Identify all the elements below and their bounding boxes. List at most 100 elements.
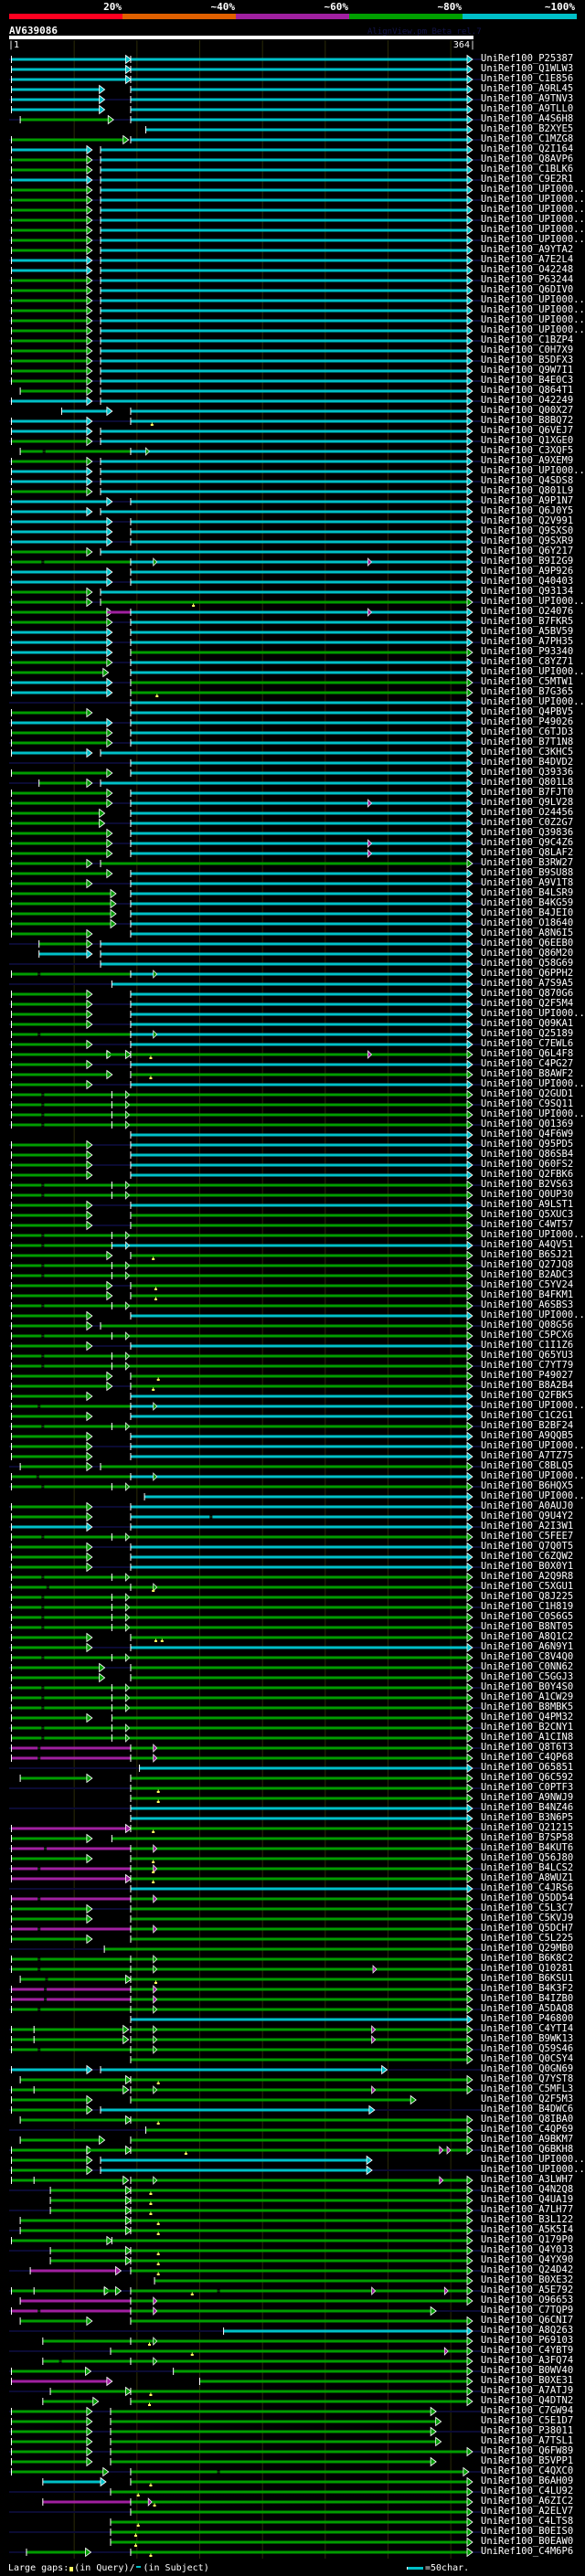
hit-label-link[interactable]: UniRef100_Q9SXS0 [481, 525, 574, 536]
hit-label-link[interactable]: UniRef100_A3LWH7 [481, 2174, 574, 2185]
hit-label-link[interactable]: UniRef100_C4LU92 [481, 2486, 574, 2496]
hit-label-link[interactable]: UniRef100_B4NZ46 [481, 1802, 574, 1813]
hit-label-link[interactable]: UniRef100_Q2I164 [481, 143, 574, 154]
hit-label-link[interactable]: UniRef100_O18640 [481, 917, 574, 928]
hit-label-link[interactable]: UniRef100_A0AUJ0 [481, 1500, 574, 1511]
hit-label-link[interactable]: UniRef100_A9BKM7 [481, 2134, 574, 2145]
hit-label-link[interactable]: UniRef100_C4YTI4 [481, 2023, 574, 2034]
hit-label-link[interactable]: UniRef100_O65851 [481, 1762, 574, 1773]
hit-label-link[interactable]: UniRef100_Q8IBA0 [481, 2114, 574, 2125]
hit-label-link[interactable]: UniRef100_Q9C4Z6 [481, 837, 574, 848]
hit-label-link[interactable]: UniRef100_B9WK13 [481, 2033, 574, 2044]
hit-label-link[interactable]: UniRef100_C7GW94 [481, 2405, 574, 2416]
hit-label-link[interactable]: UniRef100_B4KG59 [481, 897, 574, 908]
hit-label-link[interactable]: UniRef100_A4S6H8 [481, 113, 574, 124]
hit-label-link[interactable]: UniRef100_Q9U4Y2 [481, 1511, 574, 1521]
hit-label-link[interactable]: UniRef100_A8Q263 [481, 2325, 574, 2336]
hit-label-link[interactable]: UniRef100_A9QQB5 [481, 1430, 574, 1441]
hit-label-link[interactable]: UniRef100_B0XE31 [481, 2375, 574, 2386]
hit-label-link[interactable]: UniRef100_C4JRS6 [481, 1882, 574, 1893]
hit-label-link[interactable]: UniRef100_B8MBK5 [481, 1701, 574, 1712]
hit-label-link[interactable]: UniRef100_Q6CNI7 [481, 2315, 574, 2326]
hit-label-link[interactable]: UniRef100_C0Z2G7 [481, 817, 574, 828]
hit-label-link[interactable]: UniRef100_C7YT79 [481, 1360, 574, 1371]
hit-label-link[interactable]: UniRef100_A2Q9R8 [481, 1571, 574, 1582]
hit-label-link[interactable]: UniRef100_C9E2R1 [481, 174, 574, 185]
hit-label-link[interactable]: UniRef100_B9I2G9 [481, 556, 574, 567]
hit-label-link[interactable]: UniRef100_B8NT05 [481, 1621, 574, 1632]
hit-label-link[interactable]: UniRef100_B4IZB0 [481, 1993, 574, 2004]
hit-label-link[interactable]: UniRef100_C5MFL3 [481, 2083, 574, 2094]
hit-label-link[interactable]: UniRef100_Q6PPH2 [481, 968, 574, 979]
hit-label-link[interactable]: UniRef100_Q39836 [481, 827, 574, 838]
hit-label-link[interactable]: UniRef100_Q6Y217 [481, 546, 574, 557]
hit-label-link[interactable]: UniRef100_C8YZ71 [481, 656, 574, 667]
hit-label-link[interactable]: UniRef100_B0EAW0 [481, 2536, 574, 2547]
hit-label-link[interactable]: UniRef100_Q08G56 [481, 1320, 574, 1330]
hit-label-link[interactable]: UniRef100_C1MZG8 [481, 133, 574, 144]
hit-label-link[interactable]: UniRef100_B6SJ21 [481, 1249, 574, 1260]
hit-label-link[interactable]: UniRef100_Q27JQ8 [481, 1259, 574, 1270]
hit-label-link[interactable]: UniRef100_UPI000.. [481, 1470, 585, 1481]
hit-label-link[interactable]: UniRef100_Q39336 [481, 767, 574, 778]
hit-label-link[interactable]: UniRef100_A9TNV3 [481, 93, 574, 104]
hit-label-link[interactable]: UniRef100_Q95PD5 [481, 1139, 574, 1150]
hit-label-link[interactable]: UniRef100_Q00X27 [481, 405, 574, 416]
hit-label-link[interactable]: UniRef100_A2ELV7 [481, 2506, 574, 2517]
hit-label-link[interactable]: UniRef100_C5XGU1 [481, 1581, 574, 1592]
hit-label-link[interactable]: UniRef100_B4K3F2 [481, 1983, 574, 1994]
hit-label-link[interactable]: UniRef100_C4M6P6 [481, 2546, 574, 2557]
hit-label-link[interactable]: UniRef100_C0NN62 [481, 1661, 574, 1672]
hit-label-link[interactable]: UniRef100_B4KUT6 [481, 1842, 574, 1853]
hit-label-link[interactable]: UniRef100_B4LCS2 [481, 1862, 574, 1873]
hit-label-link[interactable]: UniRef100_B0WV40 [481, 2365, 574, 2376]
hit-label-link[interactable]: UniRef100_O24456 [481, 807, 574, 818]
hit-label-link[interactable]: UniRef100_B4E0C3 [481, 375, 574, 386]
hit-label-link[interactable]: UniRef100_C4QP69 [481, 2124, 574, 2135]
hit-label-link[interactable]: UniRef100_B0X0Y1 [481, 1561, 574, 1572]
hit-label-link[interactable]: UniRef100_UPI000.. [481, 1400, 585, 1411]
hit-label-link[interactable]: UniRef100_Q4YX90 [481, 2254, 574, 2265]
hit-label-link[interactable]: UniRef100_A6ZIC2 [481, 2496, 574, 2507]
hit-label-link[interactable]: UniRef100_A5DAQ8 [481, 2003, 574, 2014]
hit-label-link[interactable]: UniRef100_UPI000.. [481, 2154, 585, 2165]
hit-label-link[interactable]: UniRef100_Q8T6T3 [481, 1742, 574, 1753]
hit-label-link[interactable]: UniRef100_UPI000.. [481, 596, 585, 607]
hit-label-link[interactable]: UniRef100_Q58G69 [481, 958, 574, 969]
hit-label-link[interactable]: UniRef100_B0EIS0 [481, 2526, 574, 2537]
hit-label-link[interactable]: UniRef100_O24076 [481, 606, 574, 617]
hit-label-link[interactable]: UniRef100_C5FEE7 [481, 1531, 574, 1542]
hit-label-link[interactable]: UniRef100_A9YTA2 [481, 244, 574, 255]
hit-label-link[interactable]: UniRef100_P93340 [481, 646, 574, 657]
hit-label-link[interactable]: UniRef100_Q09KA1 [481, 1018, 574, 1029]
hit-label-link[interactable]: UniRef100_C5PCX6 [481, 1330, 574, 1341]
hit-label-link[interactable]: UniRef100_Q25189 [481, 1028, 574, 1039]
hit-label-link[interactable]: UniRef100_Q7YST8 [481, 2073, 574, 2084]
hit-label-link[interactable]: UniRef100_Q2FBK6 [481, 1169, 574, 1180]
hit-label-link[interactable]: UniRef100_UPI000.. [481, 1309, 585, 1320]
hit-label-link[interactable]: UniRef100_Q86SB4 [481, 1149, 574, 1160]
hit-label-link[interactable]: UniRef100_B8A2B4 [481, 1380, 574, 1391]
hit-label-link[interactable]: UniRef100_UPI000.. [481, 465, 585, 476]
hit-label-link[interactable]: UniRef100_C6ZQW2 [481, 1551, 574, 1562]
hit-label-link[interactable]: UniRef100_UPI000.. [481, 1490, 585, 1501]
hit-label-link[interactable]: UniRef100_A2I3W1 [481, 1521, 574, 1532]
hit-label-link[interactable]: UniRef100_Q9SXR9 [481, 535, 574, 546]
hit-label-link[interactable]: UniRef100_Q2F5M3 [481, 2094, 574, 2104]
hit-label-link[interactable]: UniRef100_UPI000.. [481, 294, 585, 305]
hit-label-link[interactable]: UniRef100_Q870G6 [481, 988, 574, 999]
hit-label-link[interactable]: UniRef100_C5GGJ3 [481, 1671, 574, 1682]
hit-label-link[interactable]: UniRef100_B6HQX5 [481, 1480, 574, 1491]
hit-label-link[interactable]: UniRef100_Q60FS2 [481, 1159, 574, 1170]
hit-label-link[interactable]: UniRef100_Q6FW89 [481, 2445, 574, 2456]
hit-label-link[interactable]: UniRef100_A7ATJ9 [481, 2385, 574, 2396]
hit-label-link[interactable]: UniRef100_B5VPP1 [481, 2455, 574, 2466]
hit-label-link[interactable]: UniRef100_Q59S46 [481, 2043, 574, 2054]
hit-label-link[interactable]: UniRef100_Q864T1 [481, 385, 574, 396]
hit-label-link[interactable]: UniRef100_Q4SDS8 [481, 475, 574, 486]
hit-label-link[interactable]: UniRef100_O42248 [481, 264, 574, 275]
hit-label-link[interactable]: UniRef100_B7G365 [481, 686, 574, 697]
hit-label-link[interactable]: UniRef100_P49026 [481, 716, 574, 727]
hit-label-link[interactable]: UniRef100_Q6J0Y5 [481, 505, 574, 516]
hit-label-link[interactable]: UniRef100_P63244 [481, 274, 574, 285]
